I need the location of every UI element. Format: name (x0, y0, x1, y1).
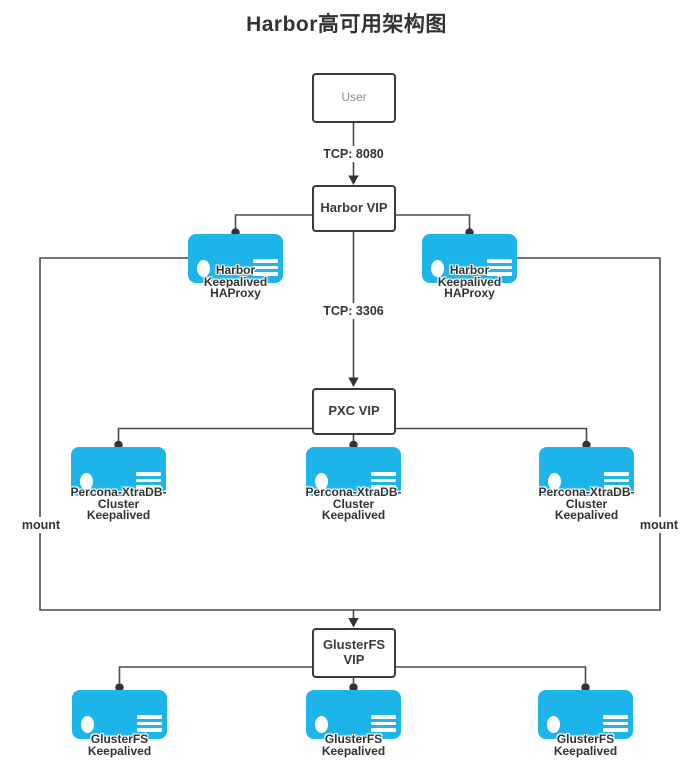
node-glusterfs-vip-label: GlusterFS VIP (322, 637, 386, 667)
vent-lines-icon (371, 472, 396, 492)
server-harbor-haproxy-left[interactable] (188, 234, 283, 283)
server-glusterfs-middle[interactable] (306, 690, 401, 739)
junction-dot (115, 683, 124, 692)
edge-label-mount-right: mount (637, 517, 681, 533)
server-label-pxc-left: Percona-XtraDB- Cluster Keepalived (70, 485, 167, 522)
vent-lines-icon (136, 472, 161, 492)
edge-label-tcp-8080: TCP: 8080 (319, 146, 388, 162)
server-label-glusterfs-right: GlusterFS Keepalived (553, 732, 618, 758)
connector-haproxy-to-glusterfs-loop (39, 257, 661, 611)
server-label-harbor-left: Harbor Keepalived HAProxy (203, 263, 268, 300)
server-glusterfs-right[interactable] (538, 690, 633, 739)
node-harbor-vip[interactable]: Harbor VIP (312, 185, 396, 232)
junction-dot (349, 683, 358, 692)
connector-harbor-vip-branches (234, 214, 471, 229)
node-pxc-vip-label: PXC VIP (328, 403, 380, 419)
vent-lines-icon (371, 715, 396, 735)
node-user[interactable]: User (312, 73, 396, 123)
power-led-icon (431, 260, 444, 277)
vent-lines-icon (487, 259, 512, 279)
power-led-icon (80, 473, 93, 490)
power-led-icon (548, 473, 561, 490)
arrowhead-into-glusterfs-vip (348, 618, 359, 628)
edge-label-mount-left: mount (19, 517, 63, 533)
connector-glusterfs-vip-branches (118, 666, 587, 683)
power-led-icon (547, 716, 560, 733)
vent-lines-icon (137, 715, 162, 735)
power-led-icon (315, 716, 328, 733)
power-led-icon (315, 473, 328, 490)
node-glusterfs-vip[interactable]: GlusterFS VIP (312, 628, 396, 678)
arrowhead-into-pxc-vip (348, 377, 359, 387)
server-glusterfs-left[interactable] (72, 690, 167, 739)
server-label-pxc-middle: Percona-XtraDB- Cluster Keepalived (305, 485, 402, 522)
server-harbor-haproxy-right[interactable] (422, 234, 517, 283)
power-led-icon (81, 716, 94, 733)
server-label-glusterfs-left: GlusterFS Keepalived (87, 732, 152, 758)
node-harbor-vip-label: Harbor VIP (320, 200, 388, 216)
edge-label-tcp-3306: TCP: 3306 (319, 303, 388, 319)
server-pxc-left[interactable] (71, 447, 166, 496)
diagram-title: Harbor高可用架构图 (246, 13, 447, 36)
connector-pxc-vip-branches (117, 427, 588, 441)
server-label-pxc-right: Percona-XtraDB- Cluster Keepalived (538, 485, 635, 522)
junction-dot (581, 683, 590, 692)
power-led-icon (197, 260, 210, 277)
server-pxc-middle[interactable] (306, 447, 401, 496)
vent-lines-icon (253, 259, 278, 279)
node-pxc-vip[interactable]: PXC VIP (312, 388, 396, 435)
server-label-glusterfs-middle: GlusterFS Keepalived (321, 732, 386, 758)
node-user-label: User (341, 90, 367, 105)
arrowhead-into-harbor-vip (348, 175, 359, 185)
server-pxc-right[interactable] (539, 447, 634, 496)
server-label-harbor-right: Harbor Keepalived HAProxy (437, 263, 502, 300)
vent-lines-icon (604, 472, 629, 492)
vent-lines-icon (603, 715, 628, 735)
